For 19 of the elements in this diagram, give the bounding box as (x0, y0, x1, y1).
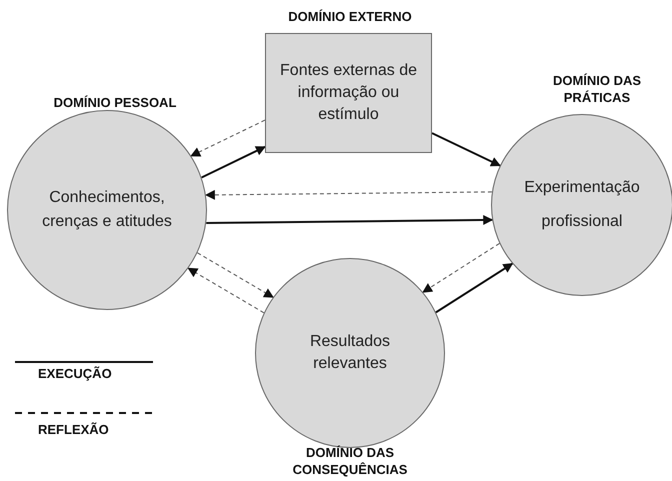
domain-heading: DOMÍNIO DAS CONSEQUÊNCIAS (292, 444, 408, 478)
domain-heading: DOMÍNIO EXTERNO (287, 8, 413, 25)
node-text: Resultados relevantes (308, 332, 392, 374)
arrow (187, 268, 264, 314)
arrow (435, 262, 514, 314)
arrow (190, 120, 266, 156)
legend-label: EXECUÇÃO (38, 366, 112, 381)
domain-heading: DOMÍNIO PESSOAL (52, 94, 178, 111)
arrow (204, 190, 492, 200)
arrow (432, 132, 501, 166)
domain-heading: DOMÍNIO DAS PRÁTICAS (552, 72, 642, 106)
node-text: Conhecimentos, crenças e atitudes (41, 188, 173, 232)
arrow (196, 252, 274, 298)
arrow (206, 215, 494, 225)
node-text: Fontes externas de informação ou estímulo (279, 61, 418, 125)
node-text: Experimentação profissional (523, 178, 641, 232)
arrow (422, 242, 500, 293)
legend-label: REFLEXÃO (38, 422, 109, 437)
arrow (201, 146, 266, 178)
